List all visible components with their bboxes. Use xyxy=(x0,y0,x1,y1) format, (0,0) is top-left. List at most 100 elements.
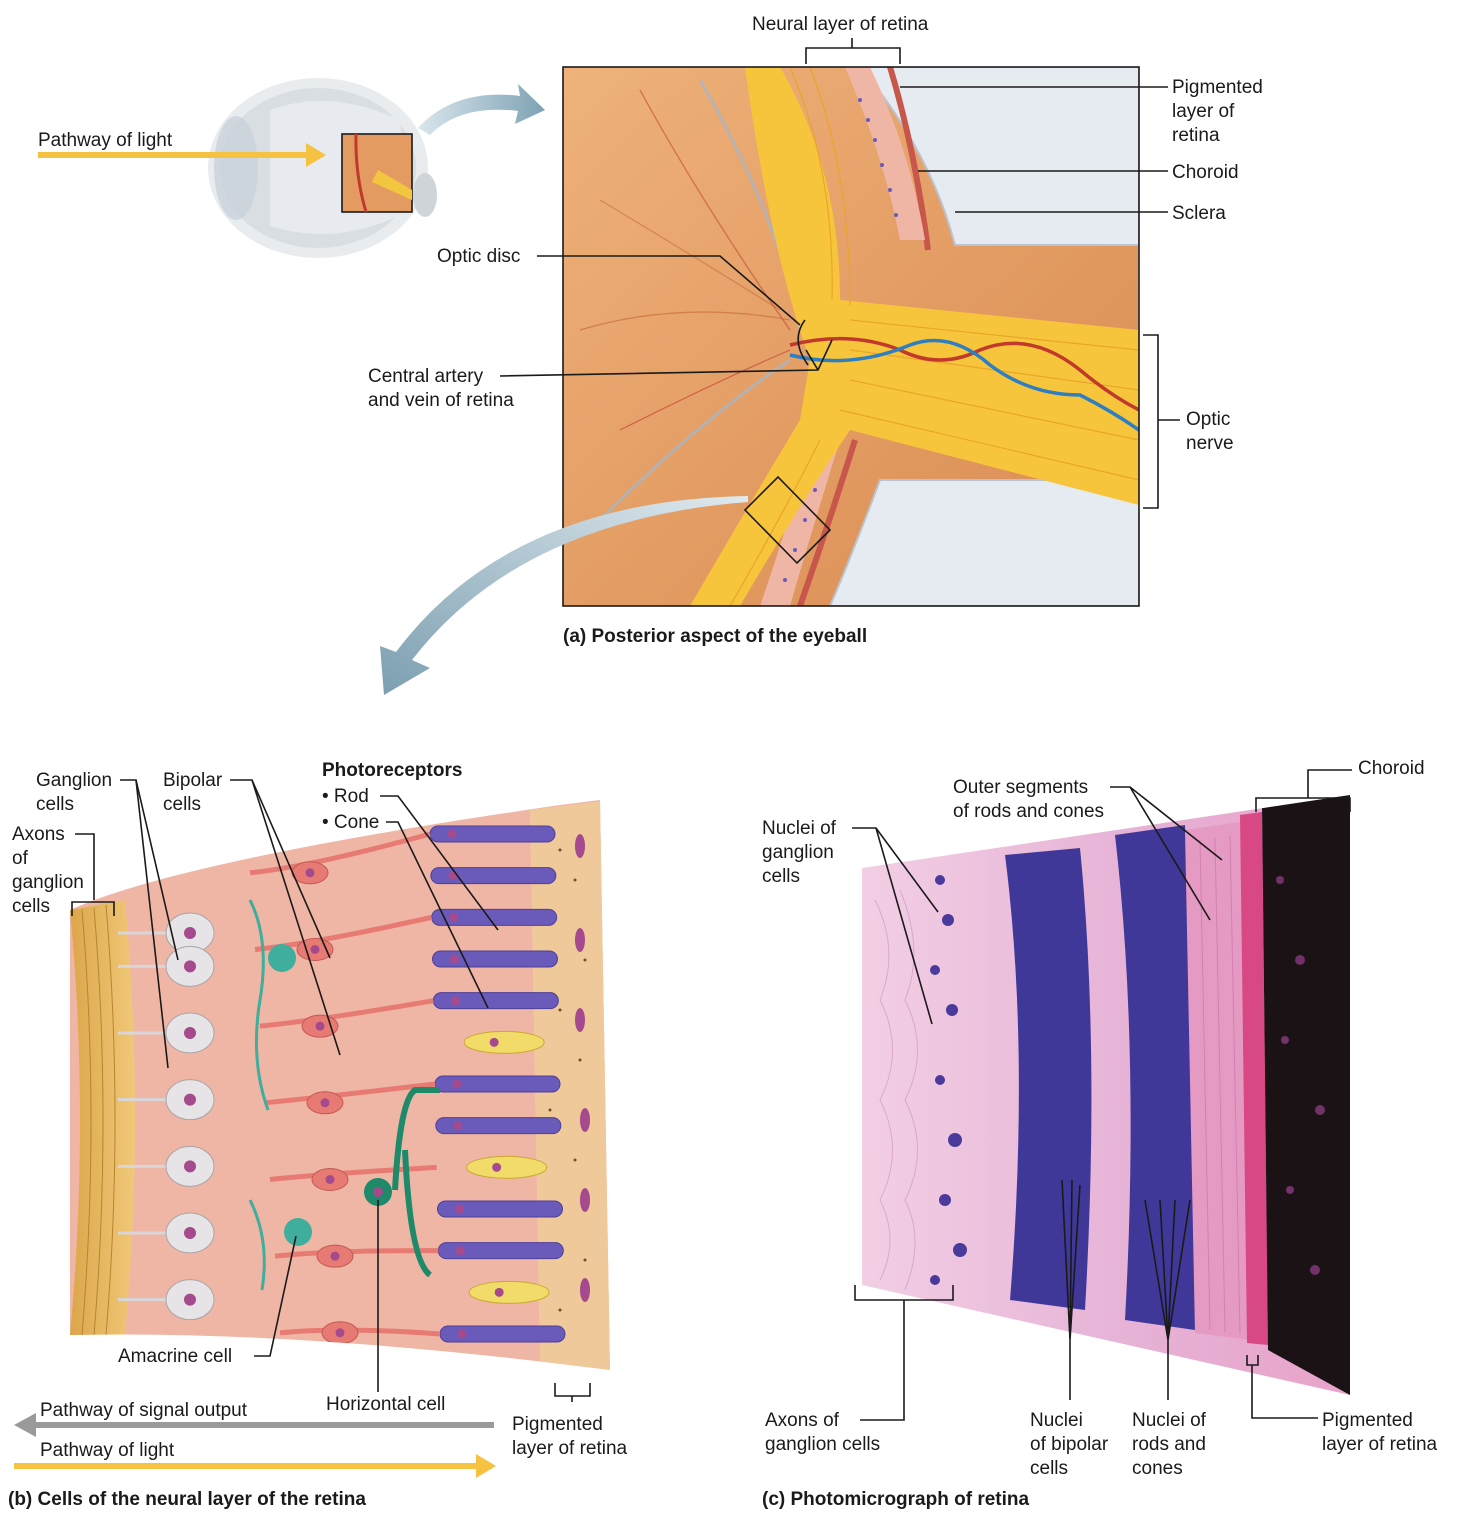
signal-output-arrow xyxy=(34,1422,494,1428)
choroid-label-a: Choroid xyxy=(1172,162,1239,183)
bipolar-nucleus xyxy=(336,1328,345,1337)
photoreceptors-label: Photoreceptors xyxy=(322,760,462,781)
svg-text:Central artery: Central artery xyxy=(368,366,484,387)
ganglion-cells-label: Ganglion cells xyxy=(36,770,112,815)
pigmented-layer-label-b: Pigmented layer of retina xyxy=(512,1414,628,1459)
sclera-label: Sclera xyxy=(1172,203,1226,224)
svg-text:Pigmented: Pigmented xyxy=(1322,1410,1413,1431)
pathway-of-light-arrow xyxy=(38,152,308,158)
rod-nucleus xyxy=(451,996,460,1005)
svg-text:cells: cells xyxy=(762,866,800,887)
svg-text:layer of retina: layer of retina xyxy=(512,1438,628,1459)
ganglion-nucleus xyxy=(184,1094,196,1106)
svg-text:layer of: layer of xyxy=(1172,101,1235,122)
bipolar-nucleus xyxy=(306,868,315,877)
pathway-of-light-label-b: Pathway of light xyxy=(40,1440,175,1461)
svg-text:layer of retina: layer of retina xyxy=(1322,1434,1438,1455)
bipolar-nucleus xyxy=(326,1175,335,1184)
cone-cell xyxy=(464,1031,544,1053)
svg-text:Pigmented: Pigmented xyxy=(512,1414,603,1435)
svg-text:ganglion: ganglion xyxy=(12,872,84,893)
rod-nucleus xyxy=(449,913,458,922)
cone-nucleus xyxy=(492,1163,501,1172)
svg-text:Bipolar: Bipolar xyxy=(163,770,223,791)
svg-text:Nuclei of: Nuclei of xyxy=(1132,1410,1207,1431)
central-artery-label: Central artery and vein of retina xyxy=(368,366,514,411)
bipolar-nucleus xyxy=(316,1022,325,1031)
pigmented-layer-label-c: Pigmented layer of retina xyxy=(1322,1410,1438,1455)
rod-nucleus xyxy=(455,1205,464,1214)
signal-output-label: Pathway of signal output xyxy=(40,1400,248,1421)
cone-cell xyxy=(467,1156,547,1178)
svg-text:Axons of: Axons of xyxy=(765,1410,840,1431)
outer-segments-label: Outer segments of rods and cones xyxy=(953,777,1104,822)
rod-nucleus xyxy=(450,955,459,964)
svg-text:Nuclei of: Nuclei of xyxy=(762,818,837,839)
nuclei-rods-label: Nuclei of rods and cones xyxy=(1132,1410,1207,1479)
amacrine-cell-label: Amacrine cell xyxy=(118,1346,232,1367)
ganglion-nucleus xyxy=(184,960,196,972)
horizontal-cell-label: Horizontal cell xyxy=(326,1394,445,1415)
svg-text:nerve: nerve xyxy=(1186,433,1234,454)
svg-text:Ganglion: Ganglion xyxy=(36,770,112,791)
svg-text:rods and: rods and xyxy=(1132,1434,1206,1455)
rod-nucleus xyxy=(448,830,457,839)
neural-layer-label: Neural layer of retina xyxy=(752,14,929,35)
cone-cell xyxy=(469,1281,549,1303)
svg-text:Nuclei: Nuclei xyxy=(1030,1410,1083,1431)
bipolar-nucleus xyxy=(311,945,320,954)
panel-c: Choroid Outer segments of rods and cones… xyxy=(762,758,1438,1510)
pathway-of-light-arrow-b xyxy=(14,1463,478,1469)
horizontal-nucleus xyxy=(373,1187,383,1197)
curved-arrow-icon xyxy=(418,84,545,135)
cone-nucleus xyxy=(490,1038,499,1047)
rod-nucleus xyxy=(453,1080,462,1089)
rod-nucleus xyxy=(453,1121,462,1130)
caption-b: (b) Cells of the neural layer of the ret… xyxy=(8,1489,366,1510)
amacrine-cell xyxy=(268,944,296,972)
ganglion-nucleus xyxy=(184,1027,196,1039)
svg-text:Outer segments: Outer segments xyxy=(953,777,1088,798)
bipolar-nucleus xyxy=(331,1252,340,1261)
panel-b: Ganglion cells Bipolar cells Photorecept… xyxy=(8,760,628,1510)
svg-text:of: of xyxy=(12,848,29,869)
svg-text:Optic: Optic xyxy=(1186,409,1230,430)
caption-c: (c) Photomicrograph of retina xyxy=(762,1489,1030,1510)
svg-text:cells: cells xyxy=(12,896,50,917)
bipolar-nucleus xyxy=(321,1098,330,1107)
svg-text:of bipolar: of bipolar xyxy=(1030,1434,1109,1455)
svg-text:cells: cells xyxy=(36,794,74,815)
bracket-icon xyxy=(806,38,900,64)
choroid-label-c: Choroid xyxy=(1358,758,1425,779)
svg-text:Axons: Axons xyxy=(12,824,65,845)
svg-text:cones: cones xyxy=(1132,1458,1183,1479)
bipolar-cells-label: Bipolar cells xyxy=(163,770,223,815)
axons-ganglion-label-c: Axons of ganglion cells xyxy=(765,1410,880,1455)
amacrine-cell xyxy=(284,1218,312,1246)
svg-text:ganglion: ganglion xyxy=(762,842,834,863)
optic-nerve-label: Optic nerve xyxy=(1186,409,1234,454)
pigmented-layer-label-a: Pigmented layer of retina xyxy=(1172,77,1263,146)
rod-nucleus xyxy=(456,1246,465,1255)
nuclei-bipolar-label: Nuclei of bipolar cells xyxy=(1030,1410,1109,1479)
axons-label-b: Axons of ganglion cells xyxy=(12,824,84,917)
panel-a: Pathway of light xyxy=(38,14,1263,695)
cone-nucleus xyxy=(495,1288,504,1297)
caption-a: (a) Posterior aspect of the eyeball xyxy=(563,626,867,647)
ganglion-nucleus xyxy=(184,1160,196,1172)
ganglion-nucleus xyxy=(184,927,196,939)
nuclei-ganglion-label: Nuclei of ganglion cells xyxy=(762,818,837,887)
ganglion-nucleus xyxy=(184,1294,196,1306)
svg-text:ganglion cells: ganglion cells xyxy=(765,1434,880,1455)
rod-nucleus xyxy=(458,1330,467,1339)
rod-label: • Rod xyxy=(322,786,369,807)
optic-disc-label: Optic disc xyxy=(437,246,520,267)
ganglion-nucleus xyxy=(184,1227,196,1239)
svg-text:and vein of retina: and vein of retina xyxy=(368,390,514,411)
svg-text:cells: cells xyxy=(1030,1458,1068,1479)
pathway-of-light-label-a: Pathway of light xyxy=(38,130,173,151)
svg-text:Pigmented: Pigmented xyxy=(1172,77,1263,98)
svg-text:retina: retina xyxy=(1172,125,1220,146)
svg-text:cells: cells xyxy=(163,794,201,815)
